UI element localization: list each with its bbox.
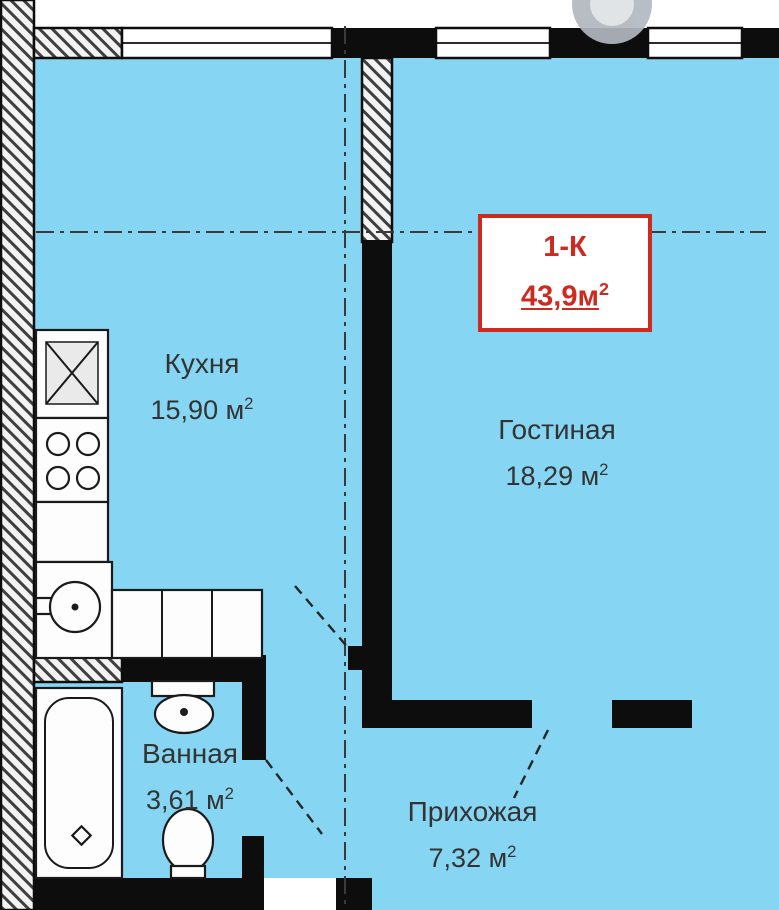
room-label-hallway: Прихожая 7,32 м2 xyxy=(385,798,560,872)
drain xyxy=(70,824,93,847)
door-swing-lines xyxy=(265,585,550,835)
top-wall-segment xyxy=(742,28,779,58)
room-area: 7,32 м2 xyxy=(385,842,560,873)
room-area: 18,29 м2 xyxy=(472,460,642,491)
bathroom-door-swing xyxy=(265,759,323,835)
hallway-door-swing xyxy=(512,729,550,799)
apartment-type-label: 1-К xyxy=(543,231,587,263)
kitchen-door-jamb xyxy=(348,646,372,670)
room-area-value: 18,29 м xyxy=(505,461,600,491)
room-area-sup: 2 xyxy=(507,842,517,861)
windows xyxy=(120,26,744,60)
window xyxy=(120,26,334,60)
entry-opening xyxy=(264,878,336,910)
stove xyxy=(34,416,110,504)
toilet xyxy=(150,679,216,735)
hatched-walls xyxy=(0,0,394,910)
room-label-living: Гостиная 18,29 м2 xyxy=(472,416,642,490)
watermark xyxy=(572,0,652,44)
kitchen-counter xyxy=(34,500,110,564)
top-margin xyxy=(34,0,779,28)
apartment-total-area: 43,9м2 xyxy=(482,279,648,314)
apartment-info-box: 1-К 43,9м2 xyxy=(478,214,652,332)
top-wall-segment xyxy=(332,28,436,58)
room-area-value: 15,90 м xyxy=(150,395,245,425)
bottom-wall xyxy=(34,878,264,910)
livingroom-bottom-wall xyxy=(362,700,532,728)
apartment-area-sup: 2 xyxy=(598,279,609,299)
kitchen-door-swing xyxy=(294,585,351,651)
room-name: Прихожая xyxy=(407,796,538,827)
bathroom-right-wall xyxy=(242,655,266,760)
room-label-bathroom: Ванная 3,61 м2 xyxy=(115,740,265,814)
room-name: Ванная xyxy=(142,738,238,769)
central-wall-upper xyxy=(360,56,394,244)
window xyxy=(434,26,552,60)
window xyxy=(646,26,744,60)
room-area-value: 7,32 м xyxy=(428,843,508,873)
apartment-area-value: 43,9м xyxy=(521,280,599,313)
livingroom-bottom-wall xyxy=(612,700,692,728)
bathtub xyxy=(34,686,124,880)
solid-walls xyxy=(34,28,779,910)
left-exterior-wall xyxy=(0,0,36,910)
room-label-kitchen: Кухня 15,90 м2 xyxy=(112,350,292,424)
room-name: Кухня xyxy=(164,348,240,379)
room-area: 3,61 м2 xyxy=(115,784,265,815)
kitchen-cabinet xyxy=(34,328,110,420)
room-area-sup: 2 xyxy=(599,460,609,479)
room-area-value: 3,61 м xyxy=(146,785,225,815)
kitchen-sink xyxy=(34,560,114,660)
room-area-sup: 2 xyxy=(244,394,254,413)
toilet-tank xyxy=(150,679,216,698)
outside-margins xyxy=(34,0,779,910)
bottom-wall-stub xyxy=(336,878,372,910)
kitchen-peninsula-counter xyxy=(110,588,264,660)
room-area-sup: 2 xyxy=(224,784,234,803)
room-area: 15,90 м2 xyxy=(112,394,292,425)
center-axis-lines xyxy=(36,26,766,910)
bathroom-fixtures xyxy=(34,679,216,880)
pedestal-sink xyxy=(161,807,215,880)
kitchen-fixtures xyxy=(34,328,264,660)
room-name: Гостиная xyxy=(498,414,616,445)
top-left-wall-block xyxy=(32,26,124,60)
